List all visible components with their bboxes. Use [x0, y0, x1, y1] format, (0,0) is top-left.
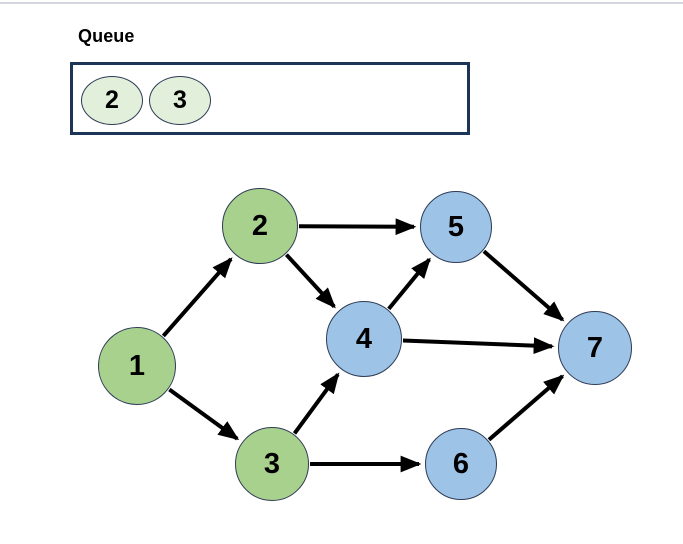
graph-node-6[interactable]: 6 [425, 428, 497, 500]
graph-edge-4-to-7 [402, 337, 555, 355]
graph-edge-5-to-7 [482, 249, 565, 322]
queue-item[interactable]: 3 [149, 76, 211, 125]
graph-edge-1-to-2 [161, 257, 233, 338]
graph-edge-2-to-5 [298, 218, 417, 236]
graph-edge-2-to-4 [284, 253, 336, 309]
top-divider [0, 2, 683, 4]
graph-edge-4-to-5 [387, 257, 431, 311]
queue-item[interactable]: 2 [81, 76, 143, 125]
graph-node-4[interactable]: 4 [326, 301, 402, 377]
graph-node-2[interactable]: 2 [222, 188, 298, 264]
graph-node-5[interactable]: 5 [420, 191, 492, 263]
queue-title: Queue [78, 26, 135, 46]
graph-edge-6-to-7 [487, 374, 565, 442]
graph-edge-3-to-4 [292, 372, 340, 435]
graph-edge-1-to-3 [168, 387, 240, 441]
graph-node-1[interactable]: 1 [98, 327, 176, 405]
graph-node-3[interactable]: 3 [235, 427, 309, 501]
graph-node-7[interactable]: 7 [558, 311, 632, 385]
queue-container: 2 3 [70, 62, 470, 135]
